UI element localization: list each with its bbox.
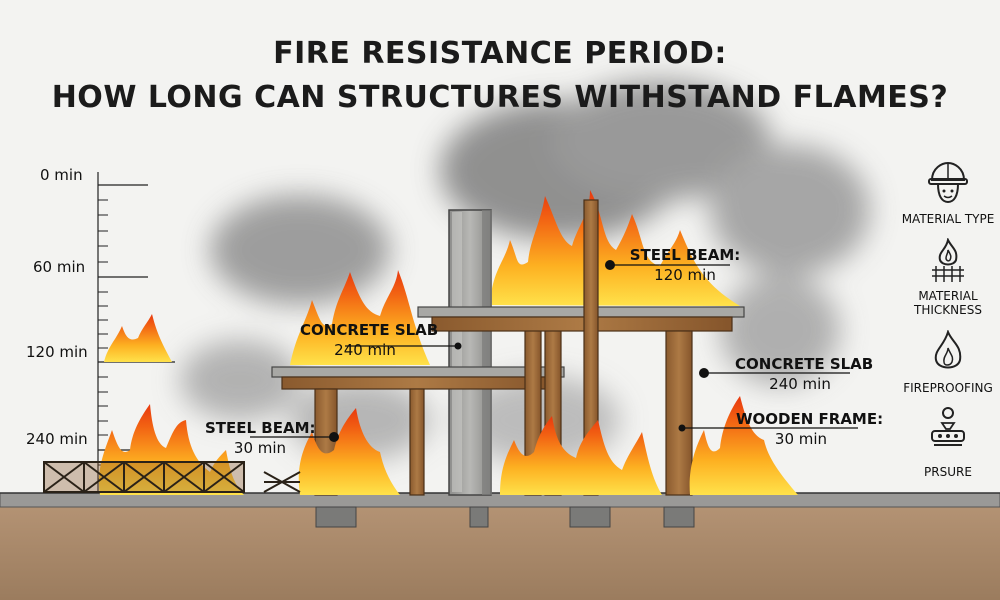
legend-label-prsure: PRSURE [924, 465, 972, 479]
title-line-1: FIRE RESISTANCE PERIOD: [273, 36, 727, 71]
flame [298, 408, 400, 495]
annotation-concrete-slab-left: CONCRETE SLAB 240 min [300, 320, 439, 360]
annotation-name: STEEL BEAM: [629, 246, 741, 264]
annotation-dots [329, 260, 709, 442]
flame [500, 416, 662, 495]
flame-icon [934, 330, 962, 369]
flame [290, 270, 430, 365]
flames-front [98, 314, 798, 495]
annotation-wooden-frame: WOODEN FRAME: 30 min [736, 409, 884, 449]
scaffolding [43, 461, 301, 493]
scale-label-240: 240 min [26, 430, 88, 448]
annotation-name: WOODEN FRAME: [736, 410, 884, 428]
title-line-2: HOW LONG CAN STRUCTURES WITHSTAND FLAMES… [51, 80, 949, 115]
scale-label-120: 120 min [26, 343, 88, 361]
flame-grid-icon [932, 238, 964, 282]
annotation-leaders [250, 264, 858, 438]
annotation-time: 240 min [334, 341, 396, 359]
legend-label-material-thickness: MATERIAL THICKNESS [914, 289, 982, 317]
legend-label-fireproofing: FIREPROOFING [903, 381, 993, 395]
right-frame [417, 199, 745, 496]
flame [490, 190, 740, 306]
flame [98, 404, 244, 495]
annotation-concrete-slab-right: CONCRETE SLAB 240 min [735, 354, 874, 394]
annotation-steel-beam-right: STEEL BEAM: 120 min [625, 245, 745, 285]
person-load-icon [931, 407, 965, 446]
firefighter-helmet-icon [928, 161, 968, 204]
annotation-steel-beam-left: STEEL BEAM: 30 min [205, 418, 316, 458]
annotation-time: 30 min [233, 439, 287, 457]
flame [104, 314, 172, 362]
annotation-time: 240 min [769, 375, 831, 393]
flames-back [290, 190, 740, 365]
ground [0, 492, 1000, 600]
annotation-name: CONCRETE SLAB [735, 355, 874, 373]
legend-label-material-type: MATERIAL TYPE [901, 212, 995, 226]
flame [689, 396, 798, 495]
concrete-column [448, 209, 492, 496]
annotation-time: 120 min [654, 266, 716, 284]
scale-label-0: 0 min [40, 166, 83, 184]
annotation-name: STEEL BEAM: [205, 419, 316, 437]
annotation-name: CONCRETE SLAB [300, 321, 439, 339]
annotation-time: 30 min [774, 430, 828, 448]
scale-label-60: 60 min [33, 258, 86, 276]
